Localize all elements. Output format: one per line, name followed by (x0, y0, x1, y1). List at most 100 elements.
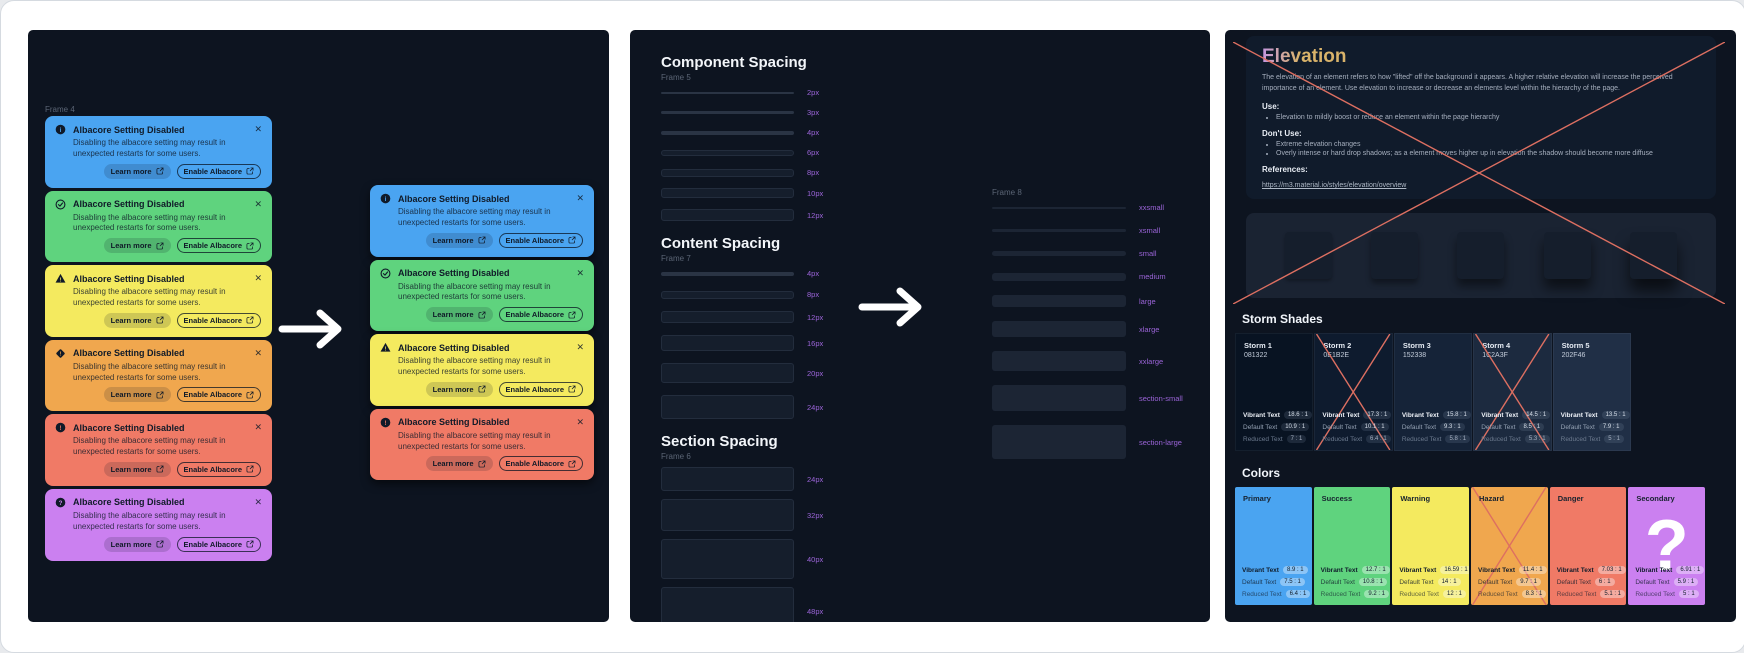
token-name-label: medium (1139, 272, 1166, 281)
contrast-label: Vibrant Text (1556, 566, 1594, 574)
close-icon[interactable]: ✕ (254, 422, 262, 433)
token-name-label: xxlarge (1139, 356, 1164, 366)
alert-title: Albacore Setting Disabled (398, 342, 510, 353)
close-icon[interactable]: ✕ (576, 416, 584, 427)
enable-albacore-button[interactable]: Enable Albacore (176, 312, 261, 328)
spacing-row-24px: 24px (661, 395, 971, 419)
learn-more-button[interactable]: Learn more (425, 381, 493, 397)
close-icon[interactable]: ✕ (254, 273, 262, 284)
close-icon[interactable]: ✕ (254, 124, 262, 134)
info-icon: i (55, 124, 66, 135)
external-link-icon (156, 391, 163, 399)
info-icon: i (380, 193, 391, 204)
spacing-value-label: 48px (807, 606, 824, 616)
color-name: Secondary (1636, 494, 1675, 503)
contrast-ratio-badge: 5.1 : 1 (1600, 590, 1626, 598)
contrast-ratio-badge: 7.9 : 1 (1598, 423, 1624, 431)
contrast-ratio-badge: 5 : 1 (1679, 590, 1699, 598)
token-row-section-large: section-large (992, 425, 1210, 459)
spacing-bar (661, 311, 794, 323)
learn-more-button[interactable]: Learn more (103, 461, 171, 477)
elevation-description: The elevation of an element refers to ho… (1262, 74, 1673, 92)
close-icon[interactable]: ✕ (254, 347, 262, 358)
enable-albacore-button[interactable]: Enable Albacore (498, 307, 583, 323)
reference-link[interactable]: https://m3.material.io/styles/elevation/… (1262, 182, 1407, 189)
spacing-row-10px: 10px (661, 188, 971, 198)
token-bar (992, 385, 1126, 411)
contrast-label: Reduced Text (1242, 590, 1282, 598)
enable-albacore-button[interactable]: Enable Albacore (176, 238, 261, 254)
contrast-label: Default Text (1243, 423, 1278, 431)
token-bar (992, 251, 1126, 256)
learn-more-button[interactable]: Learn more (425, 232, 493, 248)
alert-body: Disabling the albacore setting may resul… (73, 361, 226, 382)
spacing-value-label: 4px (807, 128, 820, 137)
spacing-value-label: 8px (807, 290, 820, 299)
contrast-ratio-badge: 12 : 1 (1442, 590, 1466, 598)
contrast-ratio-badge: 12.7 : 1 (1361, 566, 1390, 574)
learn-more-button[interactable]: Learn more (103, 238, 171, 254)
enable-albacore-button[interactable]: Enable Albacore (176, 387, 261, 403)
color-name: Success (1321, 494, 1353, 503)
alert-body: Disabling the albacore setting may resul… (398, 356, 551, 376)
enable-albacore-button[interactable]: Enable Albacore (498, 232, 583, 248)
enable-albacore-button[interactable]: Enable Albacore (176, 461, 261, 477)
enable-albacore-button[interactable]: Enable Albacore (498, 381, 583, 397)
alert-card-info: i Albacore Setting Disabled ✕ Disabling … (370, 185, 594, 257)
close-icon[interactable]: ✕ (254, 496, 262, 507)
contrast-label: Default Text (1320, 578, 1355, 586)
contrast-ratio-badge: 6 : 1 (1594, 578, 1615, 586)
token-bar (992, 425, 1126, 459)
triangle-icon: ! (55, 273, 66, 284)
contrast-ratio-badge: 8.5 : 1 (1519, 423, 1545, 431)
close-icon[interactable]: ✕ (254, 198, 262, 209)
close-icon[interactable]: ✕ (576, 342, 584, 353)
close-icon[interactable]: ✕ (576, 267, 584, 278)
elevation-example-1 (1285, 232, 1333, 279)
spacing-value-label: 24px (807, 474, 824, 484)
enable-albacore-button[interactable]: Enable Albacore (176, 163, 261, 179)
learn-more-button[interactable]: Learn more (425, 456, 493, 472)
contrast-label: Default Text (1399, 578, 1434, 586)
learn-more-button[interactable]: Learn more (103, 387, 171, 403)
token-row-xxlarge: xxlarge (992, 351, 1210, 371)
learn-more-button[interactable]: Learn more (425, 307, 493, 323)
close-icon[interactable]: ✕ (576, 193, 584, 203)
external-link-icon (478, 236, 485, 244)
token-bar (992, 321, 1126, 337)
learn-more-button[interactable]: Learn more (103, 536, 171, 552)
enable-albacore-button[interactable]: Enable Albacore (498, 456, 583, 472)
elevation-example-2 (1371, 232, 1419, 279)
spacing-row-8px: 8px (661, 290, 971, 299)
spacing-row-3px: 3px (661, 108, 971, 117)
spacing-bar (661, 395, 794, 419)
colors-heading: Colors (1242, 466, 1281, 480)
spacing-bar (661, 209, 794, 221)
spacing-row-2px: 2px (661, 88, 971, 97)
external-link-icon (156, 540, 163, 548)
alert-title: Albacore Setting Disabled (73, 124, 185, 135)
learn-more-button[interactable]: Learn more (103, 163, 171, 179)
external-link-icon (156, 167, 163, 175)
token-bar (992, 295, 1126, 307)
frame-label: Frame 4 (45, 105, 75, 114)
external-link-icon (478, 311, 485, 319)
elevation-example-5 (1629, 232, 1677, 279)
token-name-label: xlarge (1139, 324, 1160, 334)
color-name: Danger (1557, 494, 1584, 503)
learn-more-button[interactable]: Learn more (103, 312, 171, 328)
spacing-bar (661, 188, 794, 198)
spacing-value-label: 4px (807, 269, 820, 278)
contrast-ratio-badge: 6.4 : 1 (1285, 590, 1311, 598)
enable-albacore-button[interactable]: Enable Albacore (176, 536, 261, 552)
